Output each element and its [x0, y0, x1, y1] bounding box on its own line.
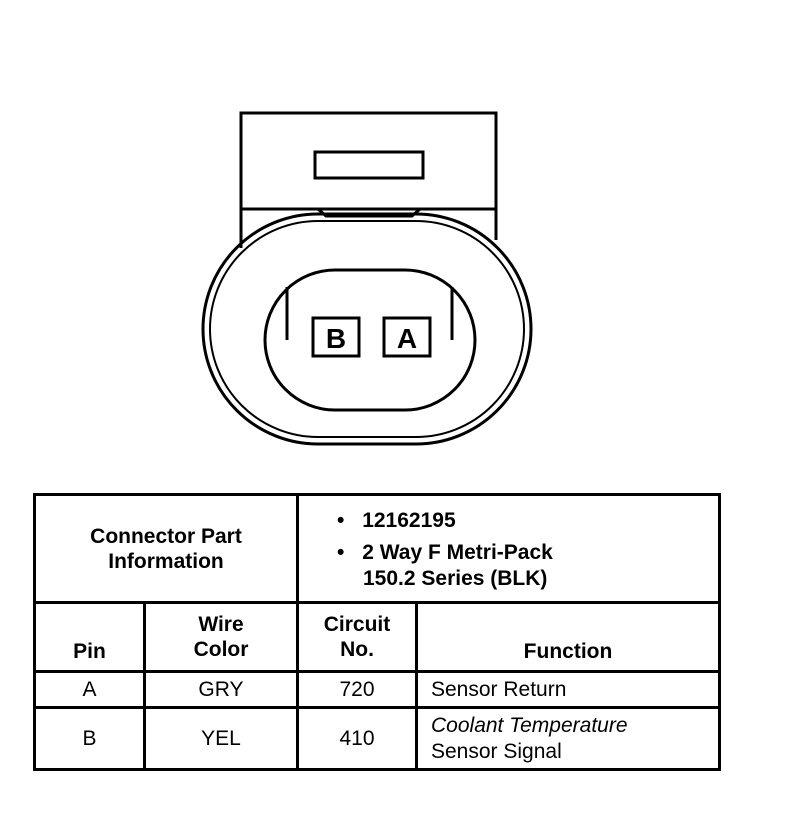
function-line1: Coolant Temperature: [431, 713, 628, 737]
part-desc-line1: 2 Way F Metri-Pack: [362, 540, 553, 564]
connector-outer-shell-inner-line: [209, 220, 525, 438]
circuit-cell: 410: [296, 706, 418, 771]
connector-face-diagram: B A: [201, 111, 533, 446]
circuit-header-line2: No.: [340, 638, 374, 661]
pin-cell: A: [33, 670, 146, 709]
bullet: •: [337, 508, 345, 532]
part-number: 12162195: [362, 508, 456, 532]
part-info-label-line2: Information: [108, 549, 224, 573]
column-header-row: Pin Wire Color Circuit No. Function: [33, 601, 722, 673]
part-number-line: • 12162195: [337, 508, 718, 534]
connector-outer-shell: [201, 212, 533, 446]
connector-latch-window: [313, 150, 425, 180]
table-row: B YEL 410 Coolant Temperature Sensor Sig…: [33, 706, 722, 771]
function-cell: Coolant Temperature Sensor Signal: [414, 706, 722, 771]
part-info-row: Connector Part Information • 12162195 • …: [33, 493, 722, 604]
pin-b-label: B: [326, 323, 346, 354]
circuit-header: Circuit No.: [296, 601, 418, 673]
function-cell: Sensor Return: [414, 670, 722, 709]
wire-color-cell: GRY: [143, 670, 299, 709]
connector-inner-cavity: [263, 268, 477, 412]
wire-color-cell: YEL: [143, 706, 299, 771]
part-info-label-cell: Connector Part Information: [33, 493, 299, 604]
part-info-value-cell: • 12162195 • 2 Way F Metri-Pack 150.2 Se…: [295, 493, 722, 604]
part-desc-line2: 150.2 Series (BLK): [363, 566, 548, 590]
circuit-header-line1: Circuit: [323, 613, 391, 636]
circuit-cell: 720: [296, 670, 418, 709]
function-line2: Sensor Signal: [431, 739, 562, 763]
wire-color-header-line1: Wire: [198, 613, 244, 636]
bullet: •: [337, 540, 345, 564]
connector-latch-housing: [239, 111, 498, 248]
table-row: A GRY 720 Sensor Return: [33, 670, 722, 709]
pin-a-label: A: [397, 323, 417, 354]
part-desc-line: • 2 Way F Metri-Pack: [337, 540, 718, 566]
wire-color-header-line2: Color: [193, 638, 249, 661]
pin-cell: B: [33, 706, 146, 771]
function-header: Function: [414, 601, 722, 673]
connector-info-table: Connector Part Information • 12162195 • …: [33, 493, 722, 771]
wire-color-header: Wire Color: [143, 601, 299, 673]
pin-b-box: [311, 316, 361, 358]
pin-a-box: [382, 316, 432, 358]
part-info-label-line1: Connector Part: [90, 524, 242, 548]
pin-header: Pin: [33, 601, 146, 673]
